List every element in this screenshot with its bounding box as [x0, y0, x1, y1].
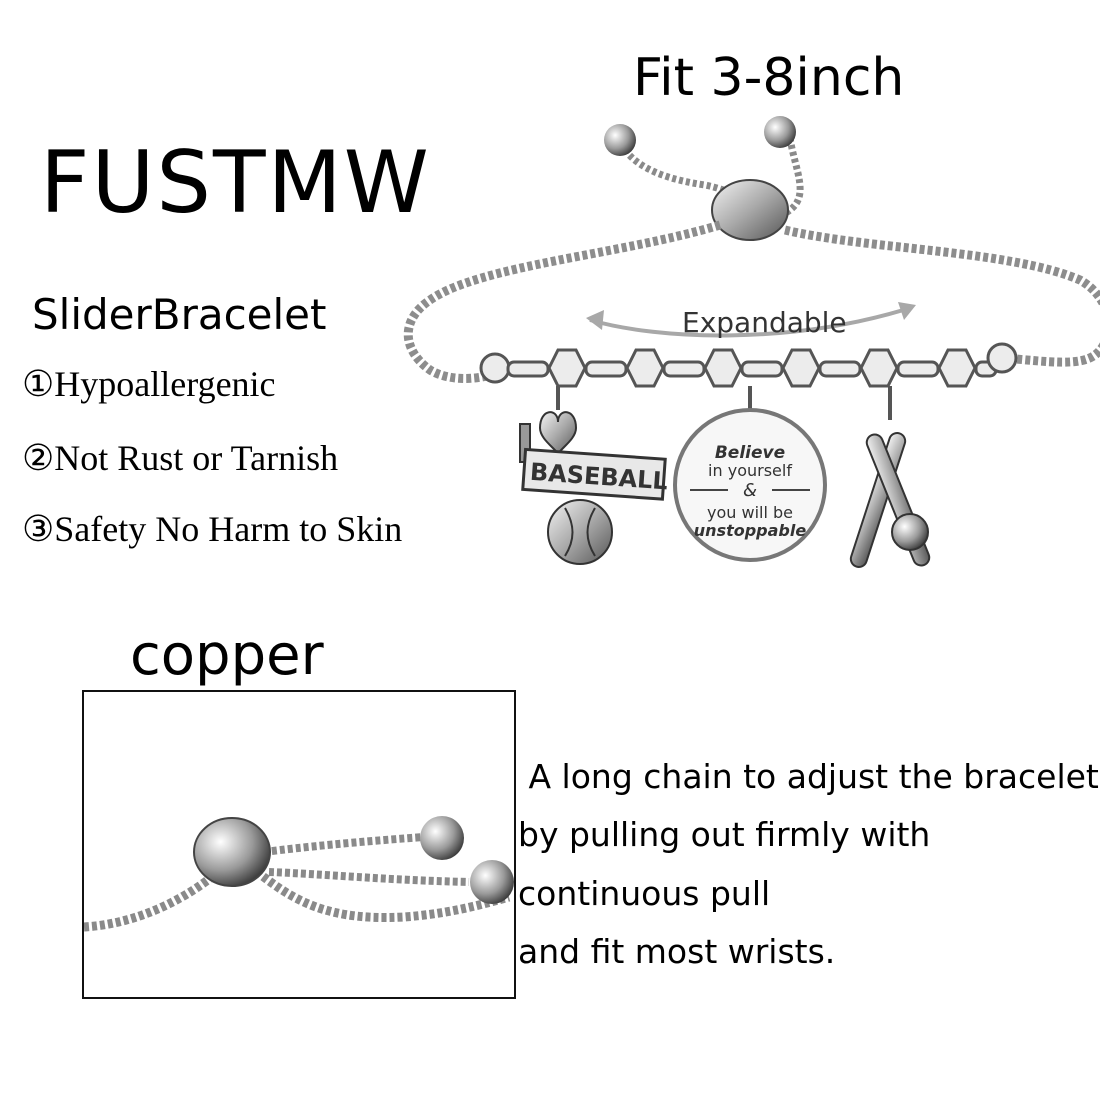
chain-closeup-photo — [82, 690, 516, 999]
bat-ball-charm — [849, 386, 931, 568]
description-line-4: and fit most wrists. — [518, 932, 836, 971]
disc-text-unstoppable: unstoppable — [694, 521, 807, 540]
closeup-slider-bead — [193, 817, 271, 887]
slider-ball-left — [604, 124, 636, 156]
disc-text-ampersand: & — [743, 480, 757, 501]
slider-ball-right — [764, 116, 796, 148]
feature-hypoallergenic: ①Hypoallergenic — [22, 364, 276, 404]
adjustable-chain-image — [84, 816, 514, 932]
expandable-label: Expandable — [682, 306, 847, 339]
disc-text-believe: Believe — [715, 443, 785, 463]
description-line-3: continuous pull — [518, 874, 771, 913]
description-line-1: A long chain to adjust the bracelet — [518, 757, 1099, 796]
baseball-love-charm: BASEBALL — [519, 386, 669, 565]
bracelet-image: Expandable BASEBALL Believe in yourself … — [403, 116, 1100, 568]
disc-text-in-yourself: in yourself — [708, 461, 792, 480]
disc-text-you-will-be: you will be — [707, 503, 793, 522]
material-label: copper — [130, 623, 324, 688]
description-line-2: by pulling out firmly with — [518, 815, 931, 854]
slider-bead — [711, 179, 789, 241]
product-subtitle: SliderBracelet — [32, 290, 327, 339]
closeup-ball-2 — [470, 860, 514, 904]
believe-disc-charm: Believe in yourself & you will be unstop… — [673, 386, 827, 562]
size-fit-label: Fit 3-8inch — [633, 48, 905, 108]
feature-no-rust: ②Not Rust or Tarnish — [22, 438, 339, 478]
closeup-ball-1 — [420, 816, 464, 860]
brand-name: FUSTMW — [40, 133, 431, 233]
feature-safety: ③Safety No Harm to Skin — [22, 509, 403, 549]
